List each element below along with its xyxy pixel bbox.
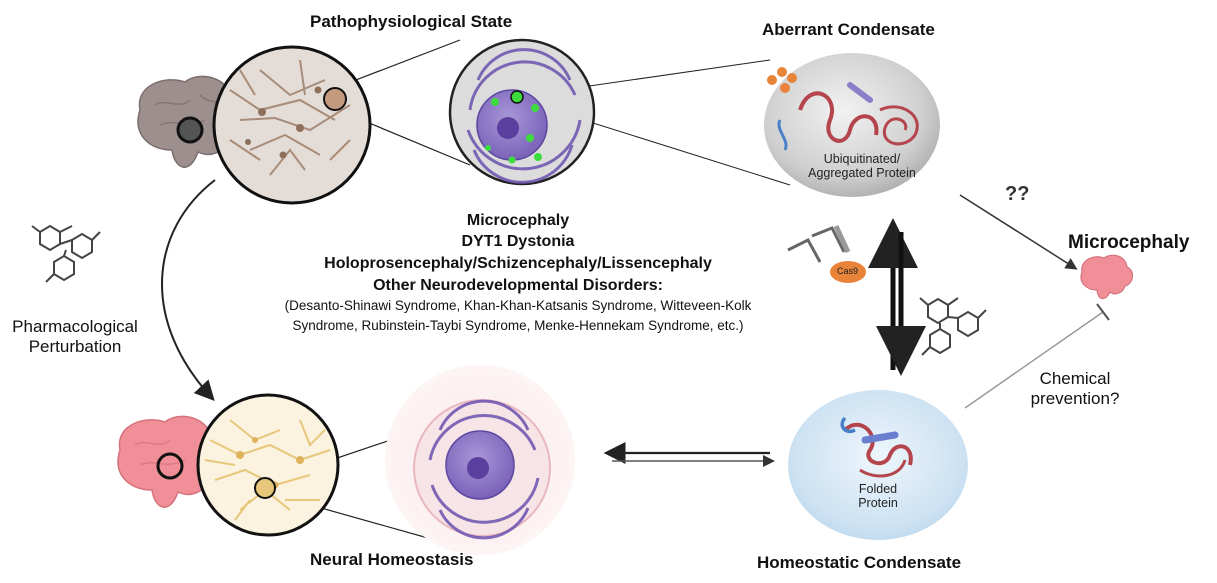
disorder-holoprosencephaly: Holoprosencephaly/Schizencephaly/Lissenc… [324,255,712,272]
label-folded-line2: Protein [858,496,898,510]
diseased-neuron-circle [212,39,471,205]
label-pharm-line2: Perturbation [28,337,122,356]
label-pharmacological-perturbation: Pharmacological Perturbation [0,317,150,357]
label-pharm-line1: Pharmacological [12,317,138,336]
healthy-neuron-circle [196,393,436,541]
title-pathophysiological-state: Pathophysiological State [310,12,513,31]
label-chemical-prevention: Chemical prevention? [1000,369,1150,409]
disorder-microcephaly: Microcephaly [466,212,570,229]
disorder-syndromes-line2: Syndrome, Rubinstein-Taybi Syndrome, Men… [292,318,744,333]
label-chem-line1: Chemical [1039,369,1111,388]
aberrant-condensate-blob [764,53,940,197]
molecule-icon-right [919,297,987,356]
label-chem-line2: prevention? [1030,389,1120,408]
crispr-cas9-icon [787,224,866,283]
disorder-syndromes-line1: (Desanto-Shinawi Syndrome, Khan-Khan-Kat… [284,298,752,313]
label-cas9: Cas9 [837,266,859,276]
disorder-list: Microcephaly DYT1 Dystonia Holoprosencep… [233,210,803,336]
diseased-cell [448,38,791,186]
label-microcephaly: Microcephaly [1068,232,1190,253]
title-aberrant-condensate: Aberrant Condensate [762,20,935,39]
label-ubiq-line1: Ubiquitinated/ [823,152,901,166]
pharmacological-arrow [161,179,216,401]
label-folded-line1: Folded [858,482,898,496]
brain-healthy-icon [117,415,225,508]
healthy-cell [385,365,575,555]
label-ubiquitinated-protein: Ubiquitinated/ Aggregated Protein [792,152,932,180]
double-arrow-vertical [868,218,926,376]
molecule-icon-left [31,224,101,283]
homeostatic-condensate-blob [788,390,968,540]
title-neural-homeostasis: Neural Homeostasis [310,550,474,569]
brain-microcephaly-icon [1080,254,1134,300]
label-folded-protein: Folded Protein [828,482,928,510]
title-homeostatic-condensate: Homeostatic Condensate [757,553,962,572]
label-question-marks: ?? [1005,183,1030,205]
double-arrow-horizontal [603,442,775,467]
label-ubiq-line2: Aggregated Protein [808,166,916,180]
disorder-other: Other Neurodevelopmental Disorders: [373,277,663,294]
aberrant-to-microcephaly-arrow [959,194,1078,270]
disorder-dyt1: DYT1 Dystonia [461,233,575,250]
prevention-inhibition-line [964,303,1110,409]
